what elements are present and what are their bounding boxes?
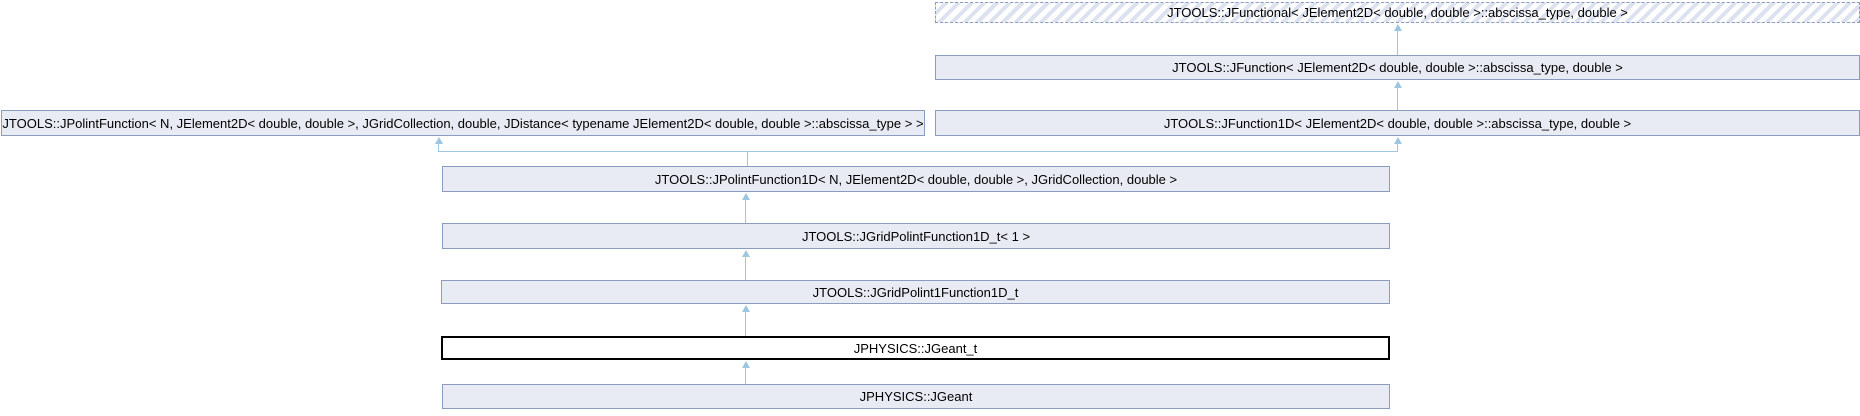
class-node-jpolintfunction[interactable]: JTOOLS::JPolintFunction< N, JElement2D< … (1, 110, 925, 136)
inheritance-arrow-stub-right (1397, 143, 1398, 152)
inheritance-arrow-stub-left (438, 143, 439, 152)
class-node-jfunction1d[interactable]: JTOOLS::JFunction1D< JElement2D< double,… (935, 110, 1860, 136)
inheritance-arrowhead-jfunction1d-to-jfunction (1394, 81, 1402, 88)
class-node-jgridpolintfunction1d-t[interactable]: JTOOLS::JGridPolintFunction1D_t< 1 > (442, 223, 1390, 249)
class-node-jgeant[interactable]: JPHYSICS::JGeant (442, 384, 1390, 409)
inheritance-arrow-elbow-horizontal (438, 151, 1398, 152)
inheritance-arrow-line-jfunction1d-to-jfunction (1397, 87, 1398, 110)
inheritance-arrowhead-jpolintfunction1d-to-jpolintfunction (435, 137, 443, 144)
inheritance-arrowhead-jgridpolint1function1d-t (742, 250, 750, 257)
inheritance-arrow-line-jgeant (745, 367, 746, 384)
inheritance-arrow-elbow-drop (747, 151, 748, 166)
inheritance-arrowhead-jfunction-to-jfunctional (1394, 24, 1402, 31)
class-node-jpolintfunction1d[interactable]: JTOOLS::JPolintFunction1D< N, JElement2D… (442, 166, 1390, 192)
inheritance-arrow-line-jgridpolintfunction1d-t (745, 199, 746, 223)
class-node-jfunctional[interactable]: JTOOLS::JFunctional< JElement2D< double,… (935, 2, 1860, 23)
inheritance-arrowhead-jgeant (742, 361, 750, 368)
inheritance-arrowhead-jgeant-t (742, 305, 750, 312)
inheritance-arrowhead-jgridpolintfunction1d-t (742, 193, 750, 200)
class-node-jgridpolint1function1d-t[interactable]: JTOOLS::JGridPolint1Function1D_t (441, 280, 1390, 304)
class-node-jfunction[interactable]: JTOOLS::JFunction< JElement2D< double, d… (935, 55, 1860, 80)
class-node-jgeant-t-current: JPHYSICS::JGeant_t (441, 336, 1390, 360)
inheritance-arrow-line-jgridpolint1function1d-t (745, 256, 746, 280)
inheritance-arrow-line-jgeant-t (745, 311, 746, 336)
inheritance-arrow-line-jfunction-to-jfunctional (1397, 30, 1398, 55)
inheritance-arrowhead-jpolintfunction1d-to-jfunction1d (1394, 137, 1402, 144)
